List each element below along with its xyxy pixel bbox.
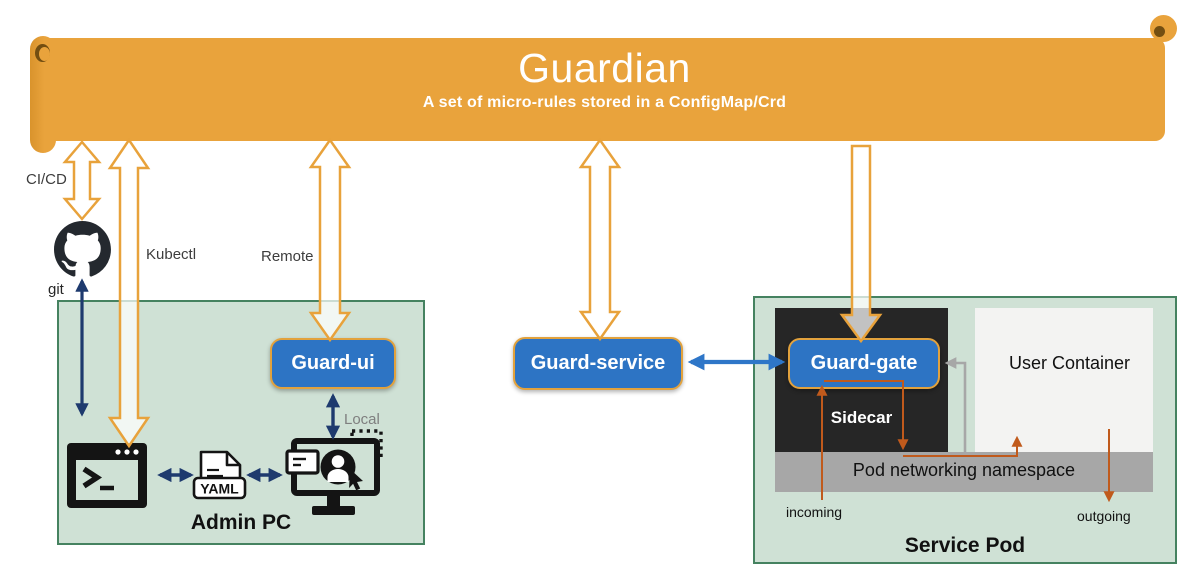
guard-service-label: Guard-service: [530, 352, 666, 374]
guard-service-node: Guard-service: [513, 337, 683, 390]
user-container-box: [975, 308, 1153, 452]
local-flow-label: Local: [344, 411, 380, 428]
banner-scroll-curl-hole: [1154, 26, 1165, 37]
banner-subtitle: A set of micro-rules stored in a ConfigM…: [422, 94, 787, 112]
guard-ui-node: Guard-ui: [270, 338, 396, 389]
guard-gate-label: Guard-gate: [810, 352, 918, 374]
kubectl-flow-label: Kubectl: [146, 246, 197, 263]
service-pod-title: Service Pod: [904, 534, 1026, 557]
remote-flow-label: Remote: [261, 248, 314, 265]
user-container-label: User Container: [1009, 353, 1131, 373]
pod-networking-namespace-label: Pod networking namespace: [852, 460, 1076, 480]
admin-pc-title: Admin PC: [190, 511, 292, 534]
sidecar-label: Sidecar: [830, 408, 893, 427]
guard-service-banner-arrow: [578, 137, 622, 342]
cicd-flow-label: CI/CD: [26, 171, 67, 188]
banner-scroll-curl: [1150, 15, 1177, 42]
guard-ui-label: Guard-ui: [291, 352, 375, 374]
git-label: git: [48, 281, 64, 298]
cicd-arrow: [62, 140, 102, 221]
guard-gate-node: Guard-gate: [788, 338, 940, 389]
incoming-label: incoming: [786, 504, 843, 520]
banner-scroll-roll-hole: [35, 44, 50, 62]
github-icon: [54, 221, 111, 277]
outgoing-label: outgoing: [1077, 508, 1131, 524]
banner-title: Guardian: [518, 45, 691, 91]
banner-scroll-roll: [30, 36, 56, 153]
pod-networking-namespace-bar: [775, 452, 1153, 492]
guardian-banner: Guardian A set of micro-rules stored in …: [44, 38, 1165, 141]
